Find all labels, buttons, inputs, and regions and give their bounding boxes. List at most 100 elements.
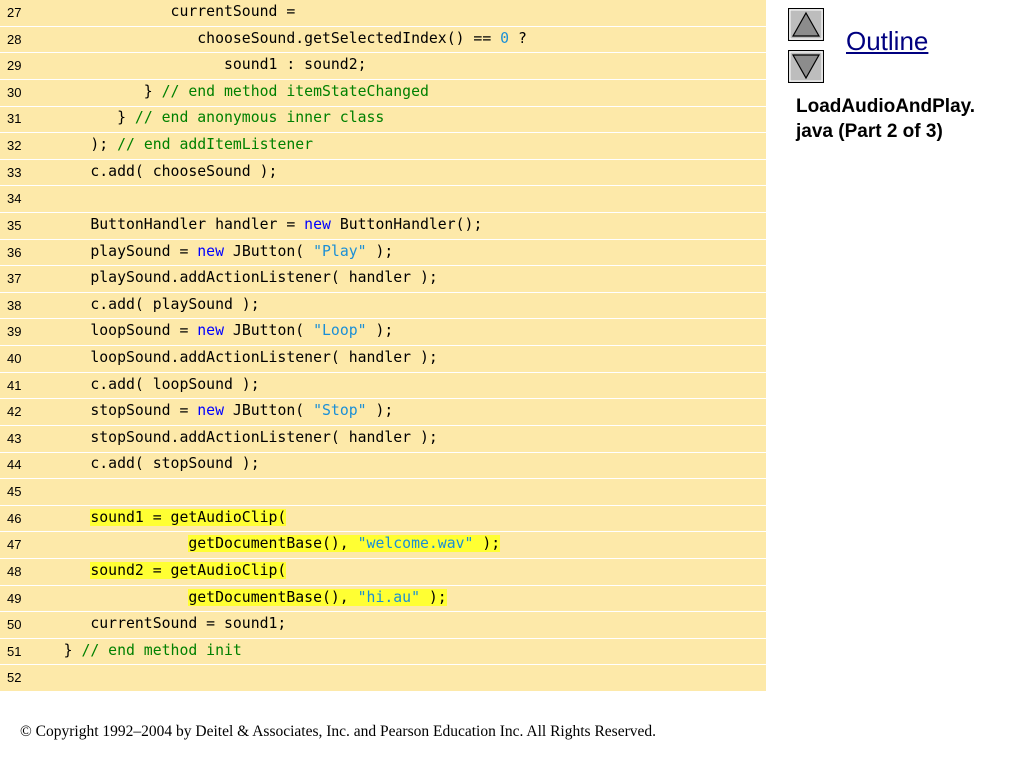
code-token: ); [28, 136, 118, 154]
line-number: 34 [7, 191, 22, 207]
code-line: 48 sound2 = getAudioClip( [0, 559, 766, 586]
string-token: "Play" [313, 242, 367, 260]
code-token: JButton( [224, 322, 314, 340]
line-number: 46 [7, 510, 22, 526]
line-number: 36 [7, 244, 22, 260]
code-token: } [28, 641, 82, 659]
code-token: ); [366, 402, 394, 420]
highlighted-string-token: "welcome.wav" [357, 535, 474, 553]
line-number: 33 [7, 164, 22, 180]
next-slide-button[interactable] [788, 50, 824, 83]
line-number: 49 [7, 590, 22, 606]
code-token: ); [366, 322, 394, 340]
code-token: } [28, 82, 162, 100]
highlighted-token: ); [473, 535, 501, 553]
code-text: c.add( loopSound ); [28, 376, 259, 393]
code-token: ButtonHandler handler = [28, 215, 305, 233]
line-number: 51 [7, 643, 22, 659]
keyword-token: new [197, 242, 224, 260]
code-line: 34 [0, 186, 766, 213]
code-token: loopSound = [28, 322, 198, 340]
code-line: 42 stopSound = new JButton( "Stop" ); [0, 399, 766, 426]
keyword-token: new [304, 215, 331, 233]
code-token: loopSound.addActionListener( handler ); [28, 349, 438, 366]
code-token [28, 589, 188, 606]
code-token [28, 509, 90, 526]
code-token: c.add( playSound ); [28, 295, 260, 313]
highlighted-token: getDocumentBase(), [188, 535, 358, 553]
code-line: 44 c.add( stopSound ); [0, 452, 766, 480]
code-text: getDocumentBase(), "welcome.wav" ); [28, 535, 501, 553]
keyword-token: new [197, 402, 224, 420]
highlighted-token: sound1 = getAudioClip( [90, 508, 287, 526]
highlighted-token: ); [419, 588, 447, 606]
code-token [28, 535, 188, 552]
code-token: ButtonHandler(); [330, 215, 483, 233]
code-token: ); [366, 242, 394, 260]
code-token: ? [509, 29, 527, 47]
code-token: currentSound = sound1; [28, 615, 287, 633]
code-listing: 27 currentSound =28 chooseSound.getSelec… [0, 0, 766, 693]
code-text: currentSound = [28, 3, 296, 20]
number-token: 0 [500, 29, 510, 47]
comment-token: // end method itemStateChanged [161, 82, 429, 100]
code-text: currentSound = sound1; [28, 615, 286, 632]
code-text: loopSound = new JButton( "Loop" ); [28, 322, 393, 339]
string-token: "Stop" [313, 402, 367, 420]
file-title: LoadAudioAndPlay. java (Part 2 of 3) [796, 94, 975, 144]
code-line: 37 playSound.addActionListener( handler … [0, 266, 766, 293]
file-title-line-2: java (Part 2 of 3) [796, 121, 943, 142]
line-number: 29 [7, 58, 22, 74]
line-number: 37 [7, 271, 22, 287]
code-token: } [28, 109, 135, 127]
code-token: c.add( stopSound ); [28, 455, 260, 473]
code-text: } // end anonymous inner class [28, 109, 384, 126]
highlighted-token: sound2 = getAudioClip( [90, 561, 287, 579]
highlighted-string-token: "hi.au" [357, 588, 420, 606]
line-number: 38 [7, 297, 22, 313]
code-line: 27 currentSound = [0, 0, 766, 27]
code-text: } // end method init [28, 642, 242, 659]
code-text: } // end method itemStateChanged [28, 83, 429, 100]
line-number: 44 [7, 457, 22, 473]
code-text: c.add( chooseSound ); [28, 163, 277, 180]
code-line: 40 loopSound.addActionListener( handler … [0, 346, 766, 373]
previous-slide-button[interactable] [788, 8, 824, 41]
code-line: 32 ); // end addItemListener [0, 133, 766, 160]
outline-link[interactable]: Outline [846, 26, 929, 56]
line-number: 41 [7, 377, 22, 393]
triangle-down-icon [788, 50, 824, 83]
line-number: 45 [7, 484, 22, 500]
code-line: 28 chooseSound.getSelectedIndex() == 0 ? [0, 27, 766, 54]
keyword-token: new [197, 322, 224, 340]
code-text: sound1 : sound2; [28, 56, 367, 73]
code-line: 31 } // end anonymous inner class [0, 106, 766, 134]
line-number: 31 [7, 111, 22, 127]
code-line: 33 c.add( chooseSound ); [0, 160, 766, 187]
code-text: c.add( stopSound ); [28, 455, 260, 473]
code-line: 49 getDocumentBase(), "hi.au" ); [0, 586, 766, 613]
code-line: 45 [0, 479, 766, 506]
code-line: 41 c.add( loopSound ); [0, 373, 766, 400]
code-line: 52 [0, 665, 766, 693]
code-token: JButton( [224, 242, 314, 260]
code-line: 43 stopSound.addActionListener( handler … [0, 426, 766, 453]
code-text: playSound = new JButton( "Play" ); [28, 243, 393, 260]
line-number: 42 [7, 404, 22, 420]
line-number: 30 [7, 84, 22, 100]
code-line: 29 sound1 : sound2; [0, 53, 766, 80]
code-text: chooseSound.getSelectedIndex() == 0 ? [28, 30, 527, 47]
code-token: playSound = [28, 242, 198, 260]
code-line: 46 sound1 = getAudioClip( [0, 506, 766, 533]
code-line: 39 loopSound = new JButton( "Loop" ); [0, 319, 766, 347]
code-text: stopSound = new JButton( "Stop" ); [28, 402, 393, 419]
comment-token: // end addItemListener [117, 136, 314, 154]
code-text: sound1 = getAudioClip( [28, 508, 287, 526]
code-text: ); // end addItemListener [28, 136, 313, 153]
line-number: 43 [7, 430, 22, 446]
line-number: 32 [7, 138, 22, 154]
line-number: 35 [7, 217, 22, 233]
code-text: c.add( playSound ); [28, 295, 260, 313]
highlighted-token: getDocumentBase(), [188, 588, 358, 606]
